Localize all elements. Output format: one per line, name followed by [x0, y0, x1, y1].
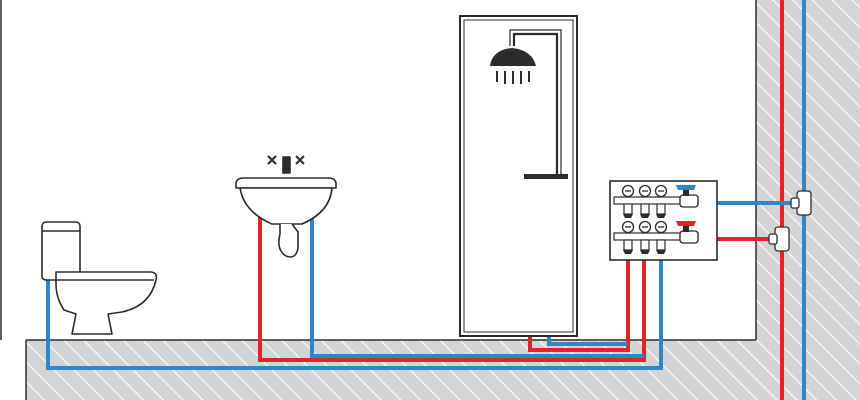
shower-icon	[459, 15, 578, 337]
cold-ball-valve	[679, 194, 699, 208]
hot-pipe-sink	[258, 198, 646, 362]
hot-valve-outlet-3	[656, 250, 666, 254]
cold-valve-body-2	[640, 203, 650, 215]
hot-valve-body-1	[623, 239, 633, 251]
cold-valve-body-1	[623, 203, 633, 215]
toilet-icon	[41, 221, 158, 335]
cold-pipe-sink	[310, 196, 644, 358]
hot-valve-handle	[676, 221, 696, 226]
hot-valve-outlet-1	[623, 250, 633, 254]
manifold-icon	[609, 180, 718, 261]
cold-ball-valve-stem	[683, 188, 689, 196]
manifold-valves	[613, 184, 699, 254]
sink-icon	[235, 155, 337, 258]
shower-head	[490, 48, 536, 66]
hot-valve-outlet-2	[640, 250, 650, 254]
hot-valve-body-2	[640, 239, 650, 251]
hot-ball-valve-stem	[683, 224, 689, 232]
cold-valve-outlet-3	[656, 214, 666, 218]
cold-tee-fitting	[790, 190, 812, 216]
cold-valve-body-3	[656, 203, 666, 215]
hot-tee-fitting	[768, 226, 790, 252]
shower-mixer-bar	[524, 174, 568, 179]
hot-ball-valve	[679, 230, 699, 244]
cold-valve-outlet-1	[623, 214, 633, 218]
cold-valve-handle	[676, 185, 696, 190]
shower-spray	[496, 71, 530, 84]
cold-pipe-toilet	[46, 252, 663, 370]
hot-valve-body-3	[656, 239, 666, 251]
shower-riser-pipe	[512, 32, 559, 176]
cold-valve-outlet-2	[640, 214, 650, 218]
